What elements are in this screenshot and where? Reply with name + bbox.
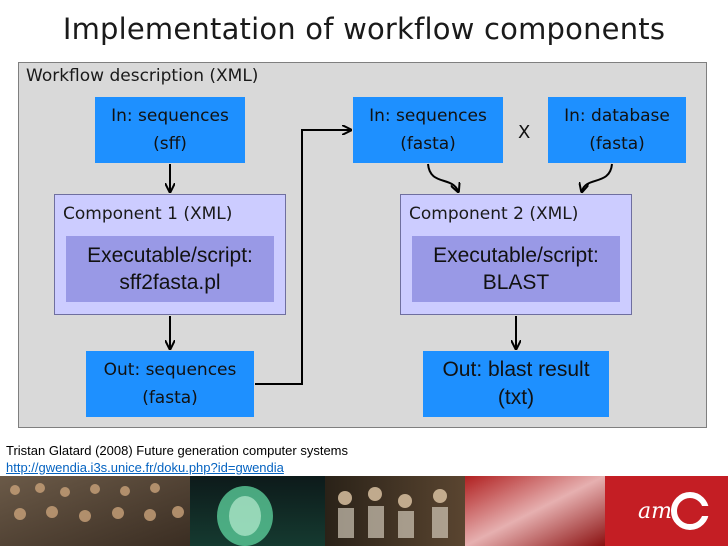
citation-text: Tristan Glatard (2008) Future generation…	[6, 443, 348, 458]
component-2-exec-line1: Executable/script:	[433, 244, 599, 267]
input-database-fasta-line2: (fasta)	[589, 134, 645, 154]
logo-text: am	[638, 499, 672, 524]
workflow-panel-label: Workflow description (XML)	[26, 66, 259, 86]
input-sequences-fasta-line1: In: sequences	[369, 106, 487, 126]
component-1-label: Component 1 (XML)	[63, 204, 233, 224]
cross-product-symbol: X	[518, 122, 531, 143]
component-2-exec-line2: BLAST	[482, 271, 550, 294]
photo-banner: am	[0, 476, 728, 546]
output-blast-result-line1: Out: blast result	[442, 358, 590, 381]
input-sequences-sff-line1: In: sequences	[111, 106, 229, 126]
input-sequences-fasta-line2: (fasta)	[400, 134, 456, 154]
output-blast-result: Out: blast result (txt)	[423, 351, 609, 417]
component-1-exec-line1: Executable/script:	[87, 244, 253, 267]
input-database-fasta: In: database (fasta)	[548, 97, 686, 163]
output-sequences-fasta-line2: (fasta)	[142, 388, 198, 408]
output-blast-result-line2: (txt)	[497, 386, 535, 409]
component-1-executable: Executable/script: sff2fasta.pl	[66, 236, 274, 302]
photo-banner-image: am	[0, 476, 728, 546]
slide-title: Implementation of workflow components	[62, 12, 666, 46]
component-2-label: Component 2 (XML)	[409, 204, 579, 224]
input-sequences-fasta: In: sequences (fasta)	[353, 97, 503, 163]
component-1-exec-line2: sff2fasta.pl	[119, 271, 221, 294]
output-sequences-fasta-line1: Out: sequences	[103, 360, 237, 380]
input-sequences-sff-line2: (sff)	[153, 134, 187, 154]
input-sequences-sff: In: sequences (sff)	[95, 97, 245, 163]
component-2-executable: Executable/script: BLAST	[412, 236, 620, 302]
input-database-fasta-line1: In: database	[564, 106, 670, 126]
reference-link[interactable]: http://gwendia.i3s.unice.fr/doku.php?id=…	[6, 460, 284, 475]
output-sequences-fasta: Out: sequences (fasta)	[86, 351, 254, 417]
